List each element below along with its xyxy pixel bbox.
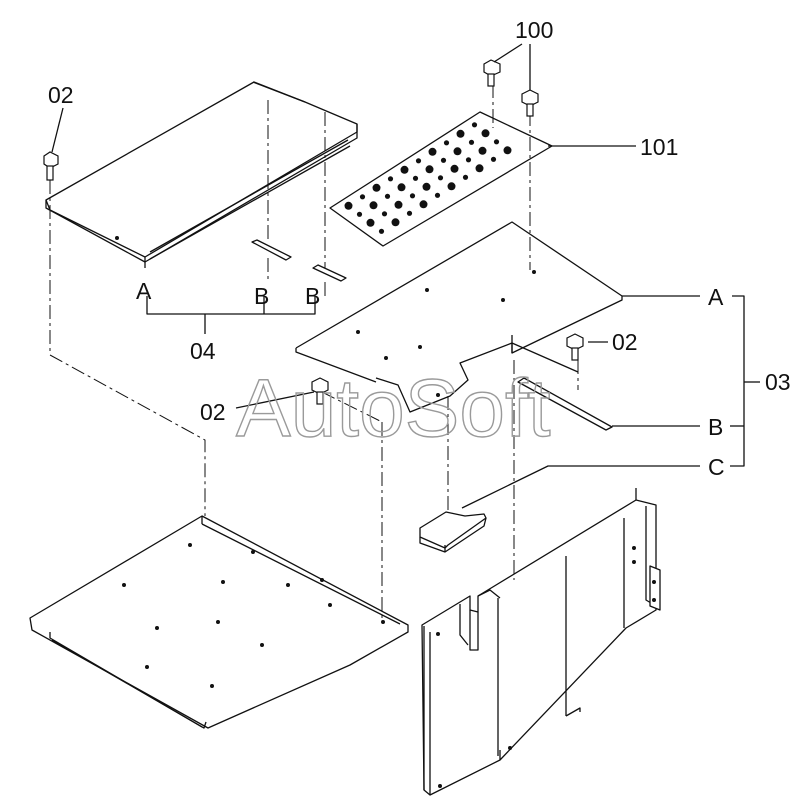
- plate-hole: [443, 140, 450, 146]
- label-101: 101: [640, 134, 678, 160]
- label-02-right: 02: [612, 329, 638, 355]
- plate-hole: [366, 218, 375, 227]
- plate-hole: [503, 146, 512, 155]
- plate-hole: [481, 129, 490, 138]
- plate-hole: [465, 157, 472, 163]
- plate-hole: [462, 174, 469, 180]
- top-left-cover: [45, 81, 358, 268]
- label-03: 03: [765, 369, 791, 395]
- plate-hole: [381, 211, 388, 217]
- plate-hole: [378, 228, 385, 234]
- leader-lines: [51, 43, 760, 509]
- plate-hole: [422, 182, 431, 191]
- plate-hole: [428, 147, 437, 156]
- label-c-right: C: [708, 454, 725, 480]
- label-a-right: A: [708, 284, 724, 310]
- label-b-left-2: B: [305, 283, 320, 309]
- plate-hole: [394, 200, 403, 209]
- bolt-02-top: [43, 151, 59, 181]
- plate-hole: [384, 193, 391, 199]
- plate-hole: [437, 175, 444, 181]
- middle-cover: [295, 221, 623, 413]
- plate-hole: [453, 147, 462, 156]
- plate-hole: [478, 146, 487, 155]
- pad-c: [419, 511, 487, 553]
- plate-hole: [471, 122, 478, 128]
- plate-hole: [397, 183, 406, 192]
- label-04: 04: [190, 338, 216, 364]
- bolt-02-mid: [311, 377, 329, 405]
- plate-hole: [391, 218, 400, 227]
- plate-hole: [372, 183, 381, 192]
- bolt-100-b: [521, 89, 539, 117]
- plate-hole: [359, 194, 366, 200]
- plate-hole: [440, 157, 447, 163]
- label-b-left-1: B: [254, 283, 269, 309]
- bolt-100-a: [483, 59, 501, 87]
- plate-hole: [419, 200, 428, 209]
- plate-hole: [400, 165, 409, 174]
- side-panel: [421, 488, 661, 796]
- plate-hole: [468, 139, 475, 145]
- plate-hole: [369, 201, 378, 210]
- plate-hole: [450, 164, 459, 173]
- strips-b: [251, 239, 347, 282]
- label-100: 100: [515, 17, 553, 43]
- bolt-02-right: [566, 333, 584, 361]
- plate-hole: [415, 158, 422, 164]
- assembly-lines: [49, 84, 579, 620]
- label-a-left: A: [136, 278, 152, 304]
- label-02-mid: 02: [200, 399, 226, 425]
- strip-b-right: [517, 377, 613, 431]
- label-02-top: 02: [48, 82, 74, 108]
- plate-hole: [475, 164, 484, 173]
- plate-hole: [387, 176, 394, 182]
- bottom-floor-plate: [29, 515, 409, 729]
- plate-hole: [406, 210, 413, 216]
- label-b-right: B: [708, 414, 723, 440]
- plate-hole: [447, 182, 456, 191]
- plate-hole: [434, 192, 441, 198]
- plate-hole: [412, 175, 419, 181]
- plate-hole: [490, 156, 497, 162]
- callout-labels: 02 100 101 A B B 04 A 02 03 02 B C: [48, 17, 791, 480]
- plate-hole: [356, 211, 363, 217]
- plate-hole: [456, 129, 465, 138]
- watermark-text: AutoSoft: [236, 363, 551, 454]
- plate-hole: [344, 201, 353, 210]
- plate-hole: [425, 165, 434, 174]
- plate-hole: [493, 139, 500, 145]
- plate-hole: [409, 193, 416, 199]
